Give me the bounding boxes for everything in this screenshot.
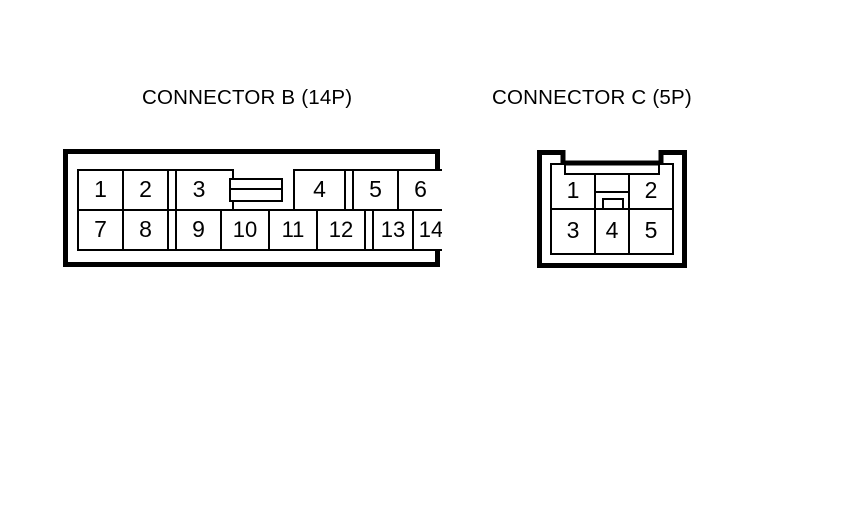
connector-c-pin-label-4: 4 <box>606 217 619 243</box>
connector-b-pin-label-7: 7 <box>94 216 107 242</box>
connector-b-divider-gap-left-bottom <box>167 209 177 251</box>
connector-b-pin-label-4: 4 <box>313 176 326 202</box>
connector-b-title: CONNECTOR B (14P) <box>142 86 353 109</box>
connector-b-pin-cell-12 <box>316 209 366 251</box>
connector-b-pin-cell-11 <box>268 209 318 251</box>
connector-b-pin-label-3: 3 <box>193 176 206 202</box>
connector-b-pin-cell-5 <box>352 169 399 211</box>
connector-b-pin-label-1: 1 <box>94 176 107 202</box>
connector-c-title: CONNECTOR C (5P) <box>492 86 692 109</box>
connector-c-pin-label-3: 3 <box>567 217 580 243</box>
connector-b-divider-gap-left <box>167 169 177 211</box>
connector-b-pin-label-10: 10 <box>233 217 257 242</box>
connector-b-pin-label-12: 12 <box>329 217 353 242</box>
connector-b-pin-label-6: 6 <box>414 176 427 202</box>
connector-c-pin-label-1: 1 <box>567 177 580 203</box>
connector-b-pin-label-5: 5 <box>369 176 382 202</box>
connector-b-pin-cell-8 <box>122 209 169 251</box>
connector-b-pin-label-8: 8 <box>139 216 152 242</box>
connector-c-pin-label-2: 2 <box>645 177 658 203</box>
connector-c-pin-cell-5 <box>628 208 674 255</box>
connector-c-pin-cell-3 <box>550 208 596 255</box>
connector-b-pin-cell-14 <box>412 209 442 251</box>
connector-b-pin-cell-6 <box>397 169 442 211</box>
connector-b-pin-label-11: 11 <box>282 217 305 242</box>
connector-b-pin-cell-13 <box>372 209 414 251</box>
connector-b-diagram: 1 2 3 4 5 6 7 8 9 <box>63 149 442 267</box>
connector-b-divider-gap-right-bottom <box>364 209 374 251</box>
connector-c-latch-tab-icon <box>602 198 624 210</box>
connector-b-pin-cell-7 <box>77 209 124 251</box>
connector-b-pin-label-14: 14 <box>419 217 442 242</box>
connector-b-pin-label-13: 13 <box>381 217 405 242</box>
connector-b-pin-cell-9 <box>175 209 222 251</box>
connector-b-divider-gap-right <box>344 169 354 211</box>
connector-b-pin-label-9: 9 <box>192 216 205 242</box>
connector-c-pin-label-5: 5 <box>645 217 658 243</box>
connector-b-pin-label-2: 2 <box>139 176 152 202</box>
connector-c-diagram: 1 2 3 4 5 <box>537 150 687 268</box>
